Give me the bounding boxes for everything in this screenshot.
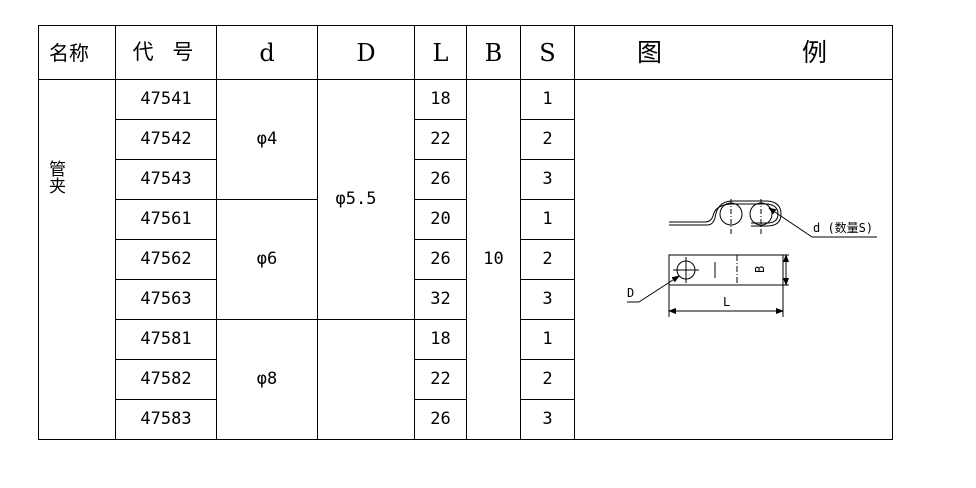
S-cell: 3 — [520, 279, 575, 320]
header-D: D — [317, 25, 415, 80]
table-row: 47562 26 2 — [39, 239, 893, 280]
D-cell-empty — [317, 319, 415, 440]
B-cell: 10 — [466, 79, 521, 440]
table-row: 47582 22 2 — [39, 359, 893, 400]
L-cell: 18 — [414, 319, 467, 360]
header-figure-left: 图 — [637, 38, 663, 67]
name-cell: 管 夹 — [38, 79, 116, 440]
S-cell: 1 — [520, 199, 575, 240]
table-row: 47563 32 3 — [39, 279, 893, 320]
L-cell: 32 — [414, 279, 467, 320]
header-code: 代 号 — [115, 25, 217, 80]
table-row: 47583 26 3 — [39, 399, 893, 440]
L-cell: 22 — [414, 359, 467, 400]
table-row: 47581 φ8 18 1 — [39, 319, 893, 440]
L-cell: 18 — [414, 79, 467, 120]
L-cell: 20 — [414, 199, 467, 240]
table-row: 管 夹 47541 φ4 φ5.5 18 10 1 — [38, 79, 893, 440]
code-cell: 47542 — [115, 119, 217, 160]
code-cell: 47543 — [115, 159, 217, 200]
label-D: D — [627, 286, 634, 300]
S-cell: 2 — [520, 119, 575, 160]
d-cell: φ6 — [216, 199, 318, 320]
code-cell: 47581 — [115, 319, 217, 360]
table-row: 47543 26 3 — [39, 159, 893, 200]
code-cell: 47582 — [115, 359, 217, 400]
header-figure-right: 例 — [801, 38, 827, 67]
clamp-plan-view — [627, 254, 789, 317]
L-cell: 22 — [414, 119, 467, 160]
S-cell: 2 — [520, 359, 575, 400]
table-row: 47561 φ6 20 1 — [39, 199, 893, 320]
S-cell: 1 — [520, 319, 575, 360]
header-row: 名称 代 号 d D L B S 图 例 — [38, 25, 893, 80]
clamp-side-view — [669, 199, 877, 238]
D-cell: φ5.5 — [317, 79, 415, 320]
code-cell: 47583 — [115, 399, 217, 440]
label-B: B — [753, 266, 767, 273]
pipe-clamp-drawing: d (数量S) — [627, 199, 877, 317]
d-cell: φ4 — [216, 79, 318, 200]
header-d: d — [216, 25, 318, 80]
d-cell: φ8 — [216, 319, 318, 440]
header-B: B — [466, 25, 521, 80]
L-cell: 26 — [414, 239, 467, 280]
header-figure: 图 例 — [574, 25, 893, 80]
code-cell: 47541 — [115, 79, 217, 120]
figure-cell: d (数量S) — [574, 79, 893, 440]
code-cell: 47562 — [115, 239, 217, 280]
S-cell: 2 — [520, 239, 575, 280]
code-cell: 47561 — [115, 199, 217, 240]
code-cell: 47563 — [115, 279, 217, 320]
S-cell: 3 — [520, 399, 575, 440]
label-L: L — [723, 295, 730, 309]
S-cell: 3 — [520, 159, 575, 200]
L-cell: 26 — [414, 159, 467, 200]
L-cell: 26 — [414, 399, 467, 440]
header-L: L — [414, 25, 467, 80]
name-text: 管 夹 — [49, 160, 90, 197]
S-cell: 1 — [520, 79, 575, 120]
spec-table: 名称 代 号 d D L B S 图 例 管 夹 47541 φ4 φ5.5 1… — [38, 25, 893, 440]
header-S: S — [520, 25, 575, 80]
header-name: 名称 — [38, 25, 116, 80]
label-d-count: d (数量S) — [813, 220, 873, 235]
